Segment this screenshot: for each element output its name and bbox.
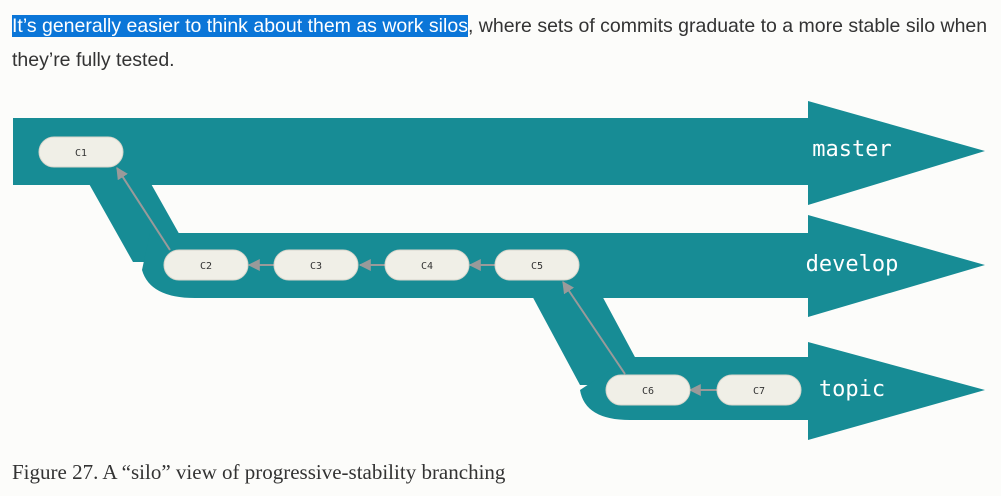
master-branch-band <box>13 101 985 205</box>
arrow-c2-c1 <box>116 166 171 251</box>
commit-c4: C4 <box>384 249 470 281</box>
branch-label-topic: topic <box>819 377 885 402</box>
branch-label-develop: develop <box>806 252 899 277</box>
develop-topic-connector <box>530 292 650 385</box>
commit-c6: C6 <box>605 374 691 406</box>
arrow-c6-c5 <box>562 281 626 375</box>
svg-text:C2: C2 <box>200 261 212 272</box>
selected-text: It’s generally easier to think about the… <box>12 15 468 37</box>
body-paragraph: It’s generally easier to think about the… <box>12 9 992 77</box>
svg-text:C6: C6 <box>642 386 654 397</box>
figure-caption: Figure 27. A “silo” view of progressive-… <box>12 460 506 484</box>
svg-text:C5: C5 <box>531 261 543 272</box>
commit-c3: C3 <box>273 249 359 281</box>
svg-text:C4: C4 <box>421 261 433 272</box>
branch-label-master: master <box>812 137 891 162</box>
commit-c7: C7 <box>716 374 802 406</box>
silo-diagram: C1 C2 C3 C4 C5 C6 C7 master develop top <box>0 96 1001 446</box>
paragraph-text: , where sets of commits graduate to a mo… <box>12 15 988 71</box>
commit-c1: C1 <box>38 136 124 168</box>
svg-text:C3: C3 <box>310 261 322 272</box>
commit-c2: C2 <box>163 249 249 281</box>
commit-c5: C5 <box>494 249 580 281</box>
svg-text:C1: C1 <box>75 148 87 159</box>
svg-text:C7: C7 <box>753 386 765 397</box>
